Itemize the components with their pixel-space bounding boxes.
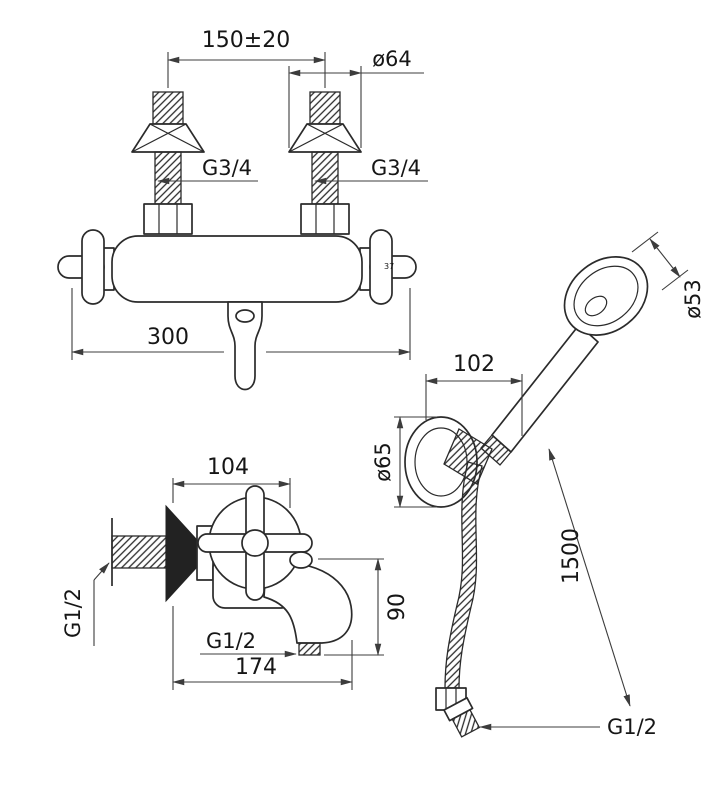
dim-thread-right-label: G3/4 <box>371 156 421 180</box>
shower-handle <box>480 324 599 466</box>
dim-hose-length: 1500 <box>548 448 631 707</box>
inlet-right-stud <box>309 91 341 125</box>
dim-depth: 104 <box>172 455 291 508</box>
cross-handle <box>197 485 313 601</box>
dim-outlet-height: 90 <box>318 558 410 656</box>
body-mark-label: 37 <box>384 262 394 271</box>
dim-bracket-offset: 102 <box>425 352 523 436</box>
extension-line <box>661 269 689 291</box>
dim-head-dia: ø53 <box>631 231 705 319</box>
dimension-line <box>548 448 631 707</box>
diverter-knob <box>289 551 313 569</box>
handle-left-bar <box>81 229 105 305</box>
tub-spout <box>263 562 353 644</box>
dimension-line <box>649 238 681 278</box>
escutcheon-cross-line <box>306 123 362 153</box>
head-outer <box>563 256 649 336</box>
hand-shower-set: 102 ø65 ø53 1500 G1/2 <box>371 231 705 739</box>
inlet-right <box>288 91 362 235</box>
dim-head-dia-label: ø53 <box>681 279 705 319</box>
dim-thread-left-label: G3/4 <box>202 156 252 180</box>
diverter-outlet <box>227 301 263 391</box>
handle-cone <box>491 324 599 453</box>
inlet-right-nut <box>300 203 350 235</box>
inlet-right-thread <box>311 151 339 205</box>
head-center-detail <box>584 295 608 317</box>
handwheel-hub <box>241 529 269 557</box>
dim-bracket-dia: ø65 <box>371 416 437 508</box>
dim-outlet-thread: G1/2 <box>200 629 297 658</box>
escutcheon-cross-line <box>131 123 187 153</box>
dim-hose-thread: G1/2 <box>479 715 657 739</box>
dim-escutcheon-dia-label: ø64 <box>372 47 412 71</box>
dim-thread-left: G3/4 <box>157 156 258 185</box>
fitting-thread <box>451 708 481 738</box>
dim-inlet-spacing: 150±20 <box>167 28 326 88</box>
handle-grip <box>480 434 512 466</box>
wall-thread <box>111 535 167 569</box>
handle-right <box>369 229 417 305</box>
wall-bracket <box>404 416 493 508</box>
side-view: 104 G1/2 G1/2 90 174 <box>61 455 410 690</box>
dim-bracket-dia-label: ø65 <box>371 442 395 482</box>
spout-outlet-thread <box>298 642 321 656</box>
shower-head <box>563 256 649 336</box>
dim-depth-label: 104 <box>207 455 249 480</box>
dim-thread-right: G3/4 <box>314 156 428 185</box>
handle-right-bar <box>369 229 393 305</box>
dim-wall-thread: G1/2 <box>61 562 110 646</box>
escutcheon-cross-line <box>288 123 344 153</box>
wall-escutcheon <box>165 504 198 603</box>
dim-inlet-spacing-label: 150±20 <box>202 28 290 53</box>
inlet-left-stud <box>152 91 184 125</box>
dim-overall-width: 300 <box>71 288 411 360</box>
mixer-body <box>97 235 377 303</box>
dim-hose-thread-label: G1/2 <box>607 715 657 739</box>
handle-left <box>57 229 105 305</box>
inlet-left-nut <box>143 203 193 235</box>
inlet-left-thread <box>154 151 182 205</box>
inlet-left-escutcheon <box>131 123 205 153</box>
diverter-body <box>227 301 263 391</box>
dim-hose-length-label: 1500 <box>559 528 584 584</box>
dim-wall-thread-label: G1/2 <box>61 588 85 638</box>
mixer-body-outline <box>111 235 363 303</box>
dim-escutcheon-dia: ø64 <box>288 47 424 148</box>
inlet-left <box>131 91 205 235</box>
diverter-button <box>235 309 255 323</box>
dim-bracket-offset-label: 102 <box>453 352 495 377</box>
dim-overall-width-label: 300 <box>147 325 189 350</box>
escutcheon-cross-line <box>149 123 205 153</box>
leader-line <box>93 562 110 581</box>
head-face-rim <box>573 265 639 327</box>
dim-outlet-thread-label: G1/2 <box>206 629 256 653</box>
hose-end-fitting <box>443 696 481 738</box>
dim-reach: 174 <box>172 606 353 690</box>
extension-line <box>631 231 659 253</box>
dim-reach-label: 174 <box>235 655 277 680</box>
front-view: 300 37 150±20 ø64 G3/4 G3/4 <box>57 28 428 391</box>
dim-outlet-height-label: 90 <box>385 593 410 621</box>
inlet-right-escutcheon <box>288 123 362 153</box>
